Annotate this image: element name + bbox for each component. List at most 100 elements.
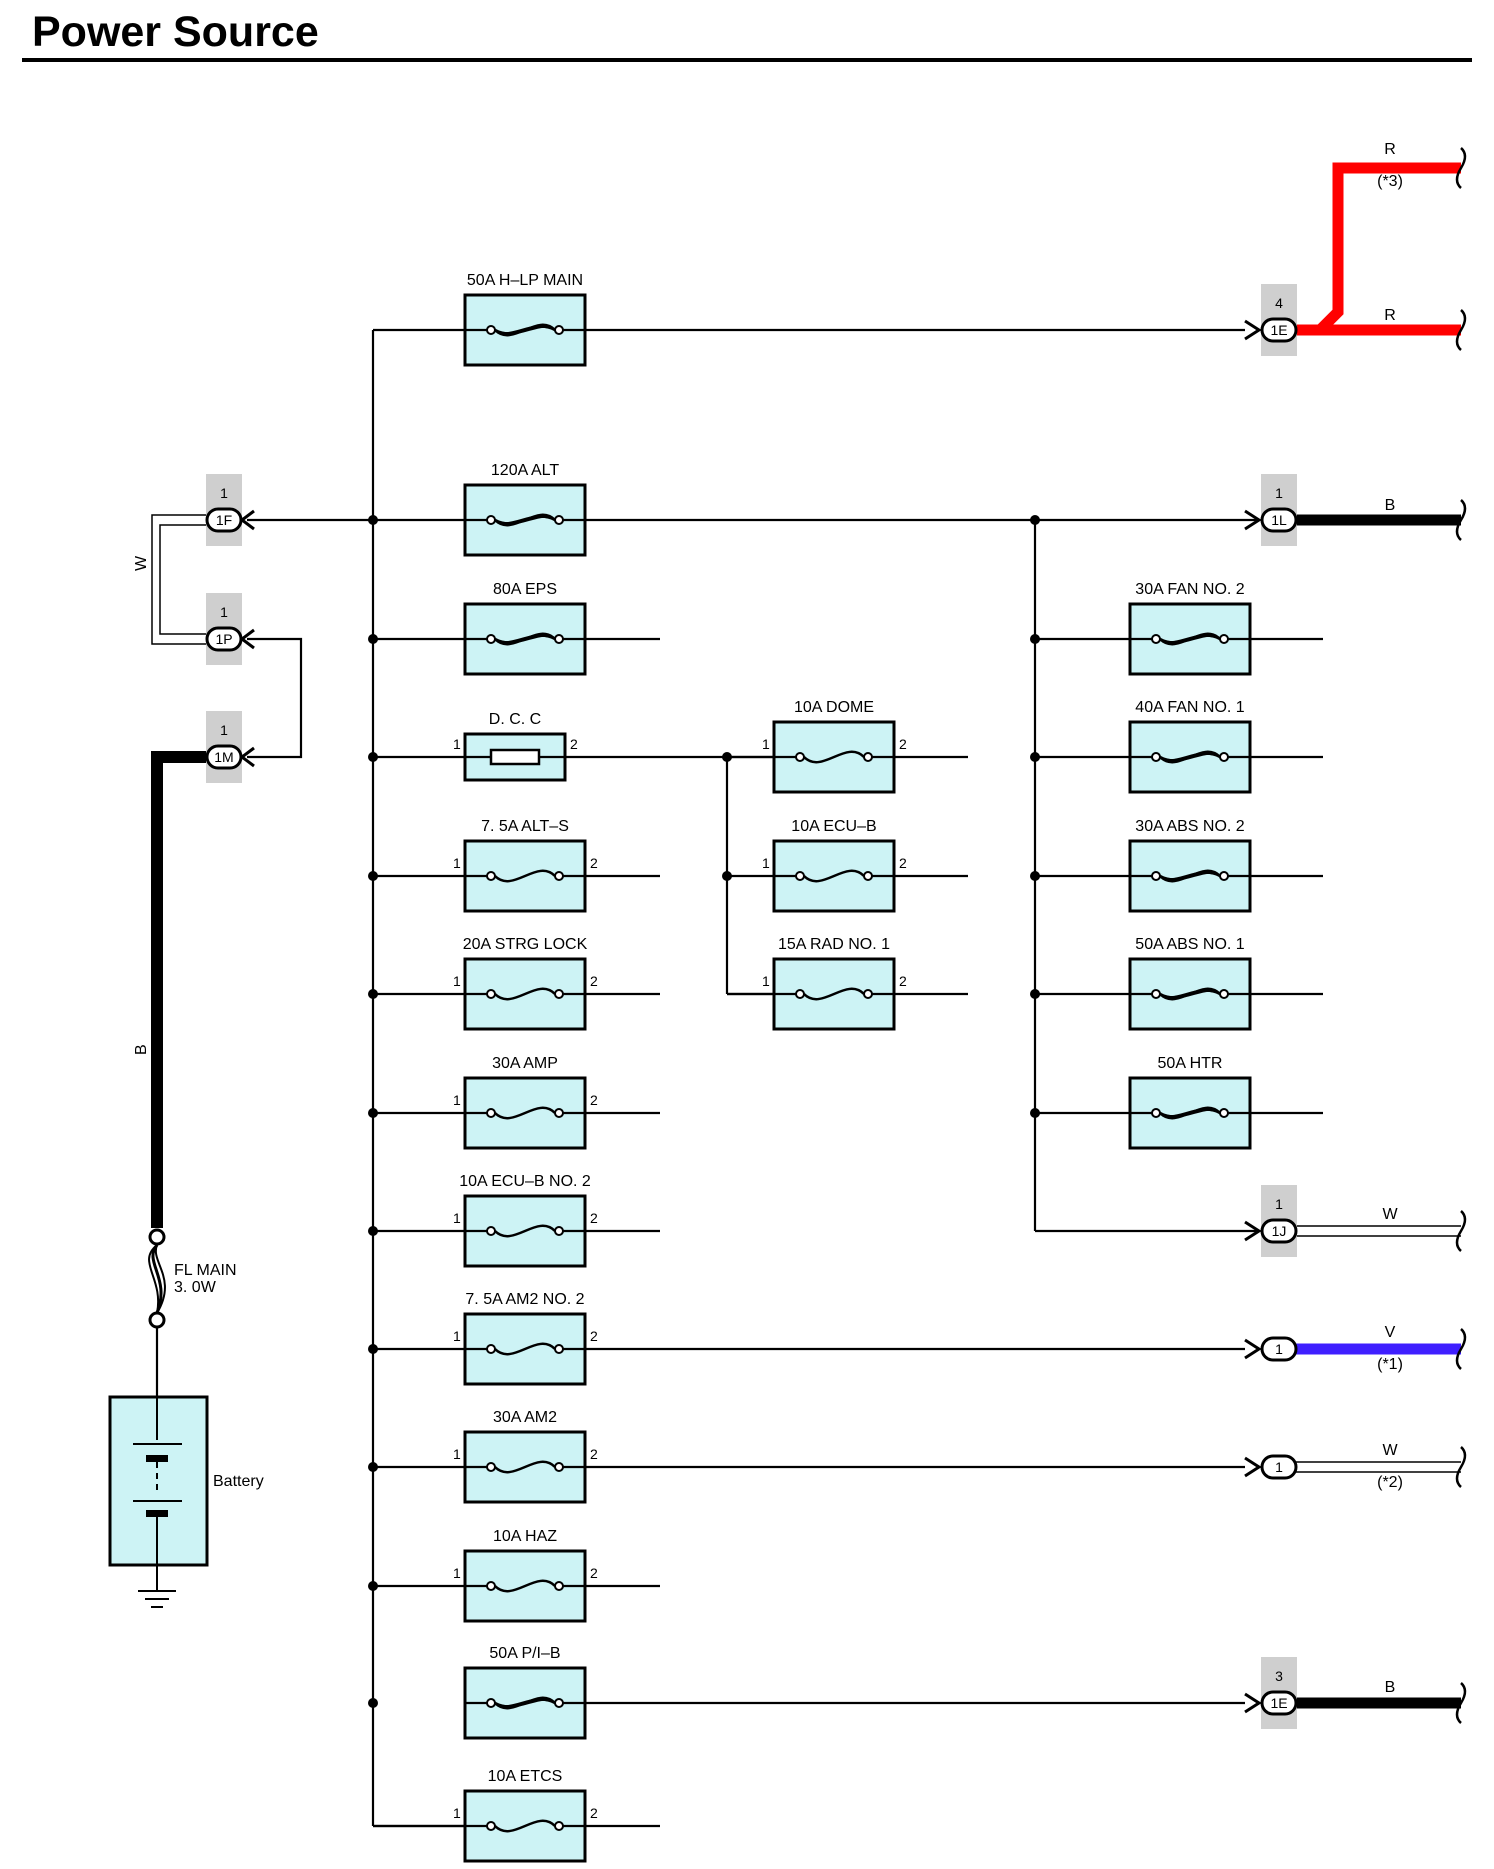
fuse-label: 80A EPS bbox=[493, 581, 557, 598]
junction-dot bbox=[1030, 871, 1040, 881]
junction-dot bbox=[368, 1581, 378, 1591]
battery-label: Battery bbox=[213, 1473, 264, 1490]
fl-main-link: FL MAIN 3. 0W bbox=[148, 1228, 237, 1397]
fusible-link-icon bbox=[465, 513, 585, 527]
fusible-link-icon bbox=[1130, 750, 1250, 764]
fuse-label: 120A ALT bbox=[491, 462, 559, 479]
wire-r-top-note: (*3) bbox=[1377, 173, 1403, 190]
fuse-pin-1: 1 bbox=[453, 736, 461, 752]
fuse-pin-2: 2 bbox=[899, 973, 907, 989]
wire-r-bottom-label: R bbox=[1384, 307, 1396, 324]
fuse-pin-1: 1 bbox=[762, 855, 770, 871]
connector-am2no2-out: 1 bbox=[1244, 1336, 1298, 1362]
connector-1F: 1F1 bbox=[205, 474, 255, 546]
junction-dot bbox=[368, 989, 378, 999]
connector-pin: 1 bbox=[1275, 485, 1283, 501]
fuse-pin-2: 2 bbox=[899, 736, 907, 752]
connector-1P: 1P1 bbox=[205, 593, 255, 665]
fuse-fan-no1: 40A FAN NO. 1 bbox=[1035, 699, 1323, 794]
junction-dot bbox=[1030, 515, 1040, 525]
junction-dot bbox=[368, 1108, 378, 1118]
connector-pill bbox=[1260, 317, 1298, 343]
connector-code: 1J bbox=[1272, 1223, 1287, 1239]
fuse-alt: 120A ALT bbox=[463, 462, 587, 557]
fuse-pin-1: 1 bbox=[762, 736, 770, 752]
fuse-label: D. C. C bbox=[489, 711, 541, 728]
fl-main-rating: 3. 0W bbox=[174, 1279, 217, 1296]
connector-1J: 1J1 bbox=[1244, 1185, 1298, 1257]
fuse-icon bbox=[465, 1224, 585, 1238]
fuse-icon bbox=[465, 987, 585, 1001]
battery: Battery bbox=[108, 1395, 264, 1608]
junction-dot bbox=[1030, 752, 1040, 762]
junction-dot bbox=[368, 752, 378, 762]
fuse-hlp-main: 50A H–LP MAIN bbox=[463, 272, 587, 367]
fuse-pin-2: 2 bbox=[590, 1446, 598, 1462]
junction-dot bbox=[1030, 1108, 1040, 1118]
fuse-pin-2: 2 bbox=[590, 855, 598, 871]
junction-dot bbox=[1030, 989, 1040, 999]
left-loop: W B bbox=[133, 514, 303, 1228]
fuse-icon bbox=[774, 987, 894, 1001]
connector-pill bbox=[1260, 1454, 1298, 1480]
connector-arrow-icon bbox=[1244, 319, 1262, 341]
fuse-pin-2: 2 bbox=[899, 855, 907, 871]
fuse-pin-1: 1 bbox=[453, 1565, 461, 1581]
fusible-link-icon bbox=[465, 1696, 585, 1710]
connector-arrow-icon bbox=[1244, 1692, 1262, 1714]
fuse-pin-1: 1 bbox=[762, 973, 770, 989]
fuse-icon bbox=[465, 1579, 585, 1593]
connector-pin: 1 bbox=[220, 485, 228, 501]
fuse-abs-no2: 30A ABS NO. 2 bbox=[1035, 818, 1323, 913]
connector-code: 1E bbox=[1270, 1695, 1287, 1711]
fuse-label: 10A ETCS bbox=[488, 1768, 563, 1785]
main-bus bbox=[247, 328, 466, 1828]
fuse-label: 10A HAZ bbox=[493, 1528, 557, 1545]
fuse-icon bbox=[774, 869, 894, 883]
connector-pin: 1 bbox=[220, 722, 228, 738]
fuse-icon bbox=[465, 1106, 585, 1120]
fuse-icon bbox=[774, 750, 894, 764]
fuse-pin-1: 1 bbox=[453, 1805, 461, 1821]
connector-pill bbox=[1260, 1336, 1298, 1362]
connector-pin: 1 bbox=[220, 604, 228, 620]
junction-dot bbox=[1030, 634, 1040, 644]
fuse-pin-1: 1 bbox=[453, 1446, 461, 1462]
fuse-label: 30A ABS NO. 2 bbox=[1135, 818, 1245, 835]
fuse-label: 10A ECU–B bbox=[791, 818, 876, 835]
connector-code: 1 bbox=[1275, 1459, 1283, 1475]
connector-pin: 3 bbox=[1275, 1668, 1283, 1684]
fuse-label: 50A ABS NO. 1 bbox=[1135, 936, 1245, 953]
junction-dot bbox=[368, 634, 378, 644]
connector-arrow-icon bbox=[239, 509, 255, 531]
fusible-link-icon bbox=[465, 323, 585, 337]
fusible-link-icon bbox=[465, 632, 585, 646]
fuse-label: 15A RAD NO. 1 bbox=[778, 936, 890, 953]
junction-dot bbox=[368, 515, 378, 525]
fuse-htr: 50A HTR bbox=[1035, 1055, 1323, 1150]
junction-dot bbox=[368, 1226, 378, 1236]
junction-dot bbox=[368, 871, 378, 881]
junction-dot bbox=[722, 871, 732, 881]
junction-dot bbox=[368, 1344, 378, 1354]
fuse-icon bbox=[465, 1342, 585, 1356]
junction-dot bbox=[722, 752, 732, 762]
wire-w-am2-note: (*2) bbox=[1377, 1474, 1403, 1491]
junction-layer bbox=[368, 515, 1040, 1708]
fuse-label: 30A AM2 bbox=[493, 1409, 557, 1426]
fuse-pin-2: 2 bbox=[590, 1328, 598, 1344]
fuse-label: 7. 5A AM2 NO. 2 bbox=[465, 1291, 584, 1308]
connector-1E-bottom: 1E 3 bbox=[1244, 1657, 1298, 1729]
fuse-pin-2: 2 bbox=[590, 1092, 598, 1108]
fuse-ecu-b: 10A ECU–B 1 2 bbox=[727, 818, 968, 913]
wire-w-am2-label: W bbox=[1382, 1442, 1398, 1459]
fusible-link-icon bbox=[1130, 869, 1250, 883]
connector-arrow-icon bbox=[239, 628, 255, 650]
